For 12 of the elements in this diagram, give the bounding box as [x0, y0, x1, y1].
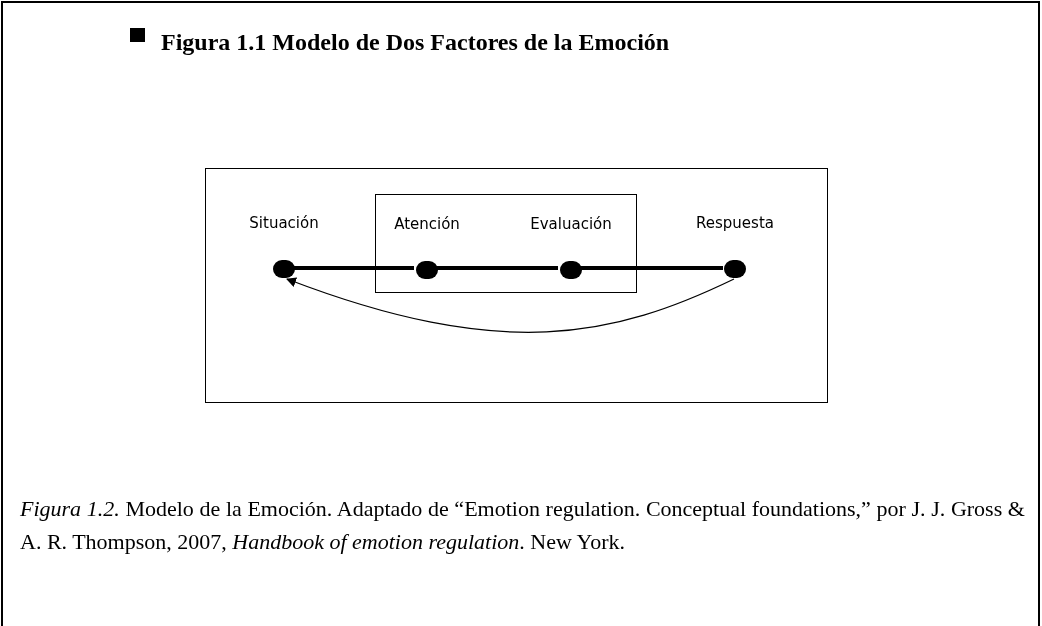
- connector-line: [436, 266, 558, 270]
- stage-label: Evaluación: [529, 214, 613, 234]
- figure-title: Figura 1.1 Modelo de Dos Factores de la Emoción: [161, 28, 670, 57]
- frame-box: [375, 194, 637, 293]
- connector-line: [580, 266, 723, 270]
- stage-label: Situación: [248, 213, 320, 233]
- frame-box: [205, 168, 828, 403]
- figure-caption: Figura 1.2. Modelo de la Emoción. Adaptado de “Emotion regulation. Conceptual foundations,” por J. J. Gross & A. R. Thompson, 2007, Handbook of emotion regulation. New York.: [20, 495, 1025, 556]
- stage-label: Respuesta: [695, 213, 775, 233]
- connector-line: [294, 266, 414, 270]
- stage-label: Atención: [393, 214, 461, 234]
- feedback-arrow: [286, 277, 735, 333]
